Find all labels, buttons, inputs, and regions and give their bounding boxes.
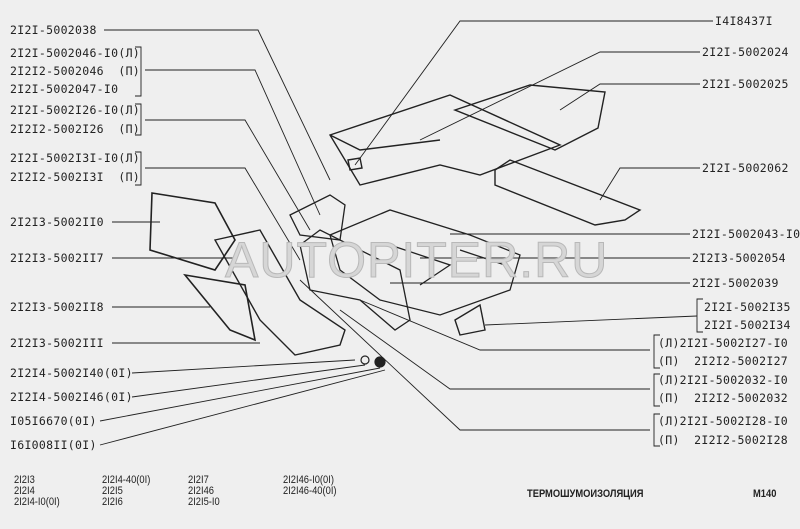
part-nut xyxy=(374,356,386,368)
model-code: 2I2I5 xyxy=(102,485,123,497)
part-label: 2I2I-5002047-I0 xyxy=(10,82,119,96)
part-label: (П) 2I2I2-5002I28 xyxy=(658,433,789,447)
model-code: 2I2I46 xyxy=(188,485,215,497)
part-label: (П) 2I2I2-5002I27 xyxy=(658,354,789,368)
model-code: 2I2I6 xyxy=(102,496,123,508)
part-plug xyxy=(347,157,363,171)
watermark: AUTOPITER.RU xyxy=(224,232,609,289)
part-label: (Л)2I2I-5002I28-I0 xyxy=(658,414,789,428)
part-label: 2I2I-5002024 xyxy=(702,45,789,59)
part-small-pad xyxy=(454,303,486,336)
part-label: 2I2I3-5002II8 xyxy=(10,300,104,314)
model-code: 2I2I7 xyxy=(188,474,209,486)
part-label: I6I008II(0I) xyxy=(10,438,97,452)
model-list: 2I2I46-I0(0I)2I2I46-40(0I) xyxy=(283,475,337,497)
part-rear-panel xyxy=(452,84,606,151)
part-label: 2I2I3-5002II7 xyxy=(10,251,104,265)
model-code: 2I2I3 xyxy=(14,474,35,486)
model-code: 2I2I4 xyxy=(14,485,35,497)
part-floor xyxy=(329,209,521,316)
part-label: 2I2I3-5002III xyxy=(10,336,104,350)
part-label: 2I2I-5002I34 xyxy=(704,318,791,332)
part-bracket xyxy=(289,194,346,241)
part-label: 2I2I-5002I26-I0(Л) xyxy=(10,103,141,117)
part-label: (Л)2I2I-5002032-I0 xyxy=(658,373,789,387)
diagram-code: M140 xyxy=(753,488,777,500)
part-label: 2I2I2-5002046 (П) xyxy=(10,64,141,78)
part-label: I4I8437I xyxy=(715,14,773,28)
part-label: 2I2I3-5002054 xyxy=(692,251,786,265)
part-roof-panel xyxy=(328,94,562,186)
part-trunk-floor xyxy=(494,159,642,226)
model-code: 2I2I46-I0(0I) xyxy=(283,474,334,486)
part-label: (Л)2I2I-5002I27-I0 xyxy=(658,336,789,350)
part-tunnel xyxy=(299,229,411,331)
part-label: 2I2I-5002025 xyxy=(702,77,789,91)
model-code: 2I2I4-I0(0I) xyxy=(14,496,60,508)
left-leader-lines xyxy=(99,29,386,446)
part-label: 2I2I4-5002I46(0I) xyxy=(10,390,133,404)
part-label: 2I2I-5002038 xyxy=(10,23,97,37)
part-label: 2I2I-5002I35 xyxy=(704,300,791,314)
model-code: 2I2I4-40(0I) xyxy=(102,474,151,486)
part-label: 2I2I-5002046-I0(Л) xyxy=(10,46,141,60)
model-code: 2I2I5-I0 xyxy=(188,496,220,508)
part-side-panel-b xyxy=(183,273,257,342)
right-leader-lines xyxy=(299,20,713,447)
part-label: 2I2I2-5002I26 (П) xyxy=(10,122,141,136)
part-side-panel-a xyxy=(149,192,236,271)
part-label: 2I2I4-5002I40(0I) xyxy=(10,366,133,380)
part-label: 2I2I-5002039 xyxy=(692,276,779,290)
part-label: 2I2I-5002062 xyxy=(702,161,789,175)
part-clip xyxy=(360,355,370,365)
part-label: 2I2I3-5002II0 xyxy=(10,215,104,229)
model-code: 2I2I46-40(0I) xyxy=(283,485,337,497)
part-label: 2I2I-5002I3I-I0(Л) xyxy=(10,151,141,165)
part-label: I05I6670(0I) xyxy=(10,414,97,428)
part-label: 2I2I-5002043-I0 xyxy=(692,227,800,241)
diagram-title: ТЕРМОШУМОИЗОЛЯЦИЯ xyxy=(527,488,644,500)
part-label: 2I2I2-5002I3I (П) xyxy=(10,170,141,184)
part-label: (П) 2I2I2-5002032 xyxy=(658,391,789,405)
part-dash-panel xyxy=(213,229,346,356)
